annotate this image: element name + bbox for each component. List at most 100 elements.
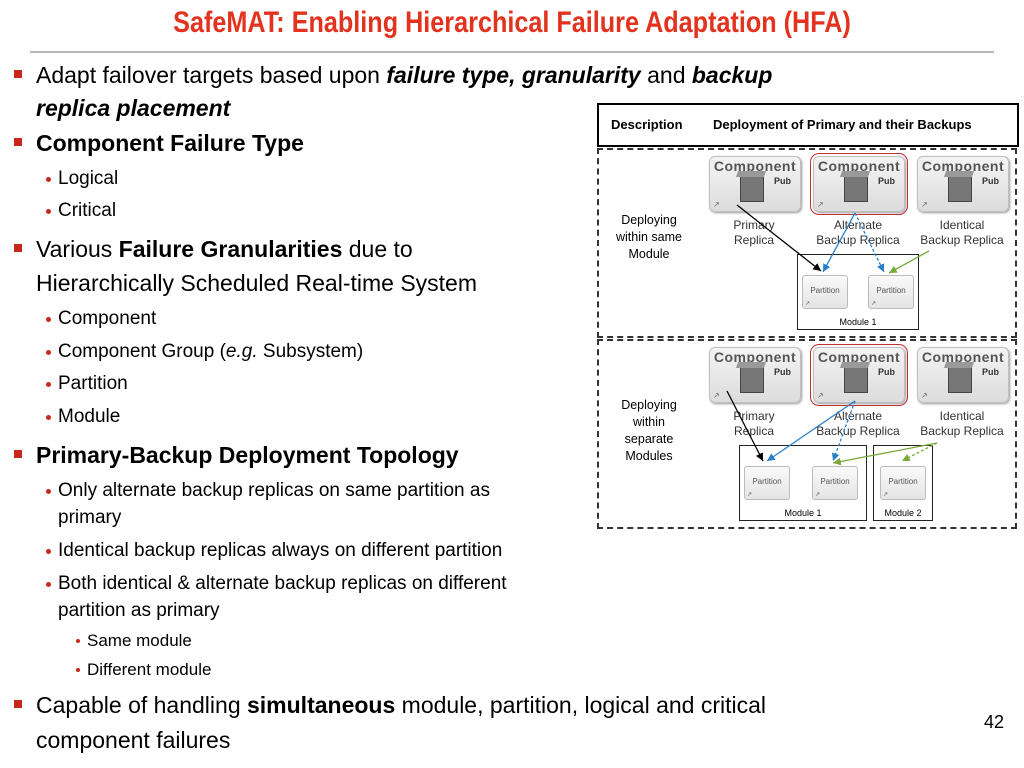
module-label: Module 2 bbox=[884, 508, 922, 518]
bullet-dot bbox=[46, 317, 51, 322]
sub-bullet-text: Only alternate backup replicas on same p… bbox=[58, 480, 490, 501]
partition-box: Partition ↗ bbox=[744, 466, 790, 500]
alternate-component: Component Pub ↗ bbox=[810, 344, 908, 406]
alternate-arrow bbox=[822, 212, 856, 273]
sub-bullet-text: Component Group ( bbox=[58, 341, 226, 362]
caption-line: Alternate bbox=[833, 409, 883, 423]
partition-label: Partition bbox=[752, 477, 782, 486]
module-1-box: Partition ↗ Partition ↗ Module 1 bbox=[739, 445, 867, 521]
row-label-line: Modules bbox=[625, 449, 673, 463]
row-label-line: Module bbox=[628, 247, 670, 261]
partition-label: Partition bbox=[820, 477, 850, 486]
pub-port: Pub bbox=[982, 176, 999, 186]
primary-component: Component Pub ↗ bbox=[709, 347, 801, 403]
sub-bullet-text: Identical backup replicas always on diff… bbox=[58, 540, 503, 561]
partition-box: Partition↗ bbox=[868, 275, 914, 309]
partition-label: Partition bbox=[810, 286, 840, 295]
bullet-dot bbox=[46, 382, 51, 387]
corner-icon: ↗ bbox=[817, 391, 824, 400]
identical-component: Component Pub ↗ bbox=[917, 347, 1009, 403]
partition-label: Partition bbox=[876, 286, 906, 295]
pub-port: Pub bbox=[774, 367, 791, 377]
partition-label: Partition bbox=[888, 477, 918, 486]
title-divider bbox=[30, 51, 994, 53]
bullet-text: Hierarchically Scheduled Real-time Syste… bbox=[36, 270, 477, 296]
caption-line: Backup Replica bbox=[920, 233, 1004, 247]
corner-icon: ↗ bbox=[921, 391, 928, 400]
identical-arrow bbox=[832, 442, 938, 466]
corner-icon: ↗ bbox=[713, 200, 720, 209]
sub-bullet-text: Critical bbox=[58, 200, 117, 221]
slide-title: SafeMAT: Enabling Hierarchical Failure A… bbox=[173, 6, 851, 39]
sub-sub-bullet-text: Same module bbox=[87, 631, 192, 650]
identical-arrow bbox=[901, 442, 938, 462]
alternate-component: Component Pub ↗ bbox=[810, 153, 908, 215]
bullet-dot bbox=[46, 177, 51, 182]
bullet-dot bbox=[46, 549, 51, 554]
bullet-text: Adapt failover targets based upon bbox=[36, 62, 387, 88]
alternate-arrow bbox=[766, 400, 856, 462]
sub-bullet-text: Both identical & alternate backup replic… bbox=[58, 573, 507, 594]
caption-line: Backup Replica bbox=[816, 424, 900, 438]
row-label-line: Deploying bbox=[621, 213, 677, 227]
primary-arrow bbox=[726, 390, 764, 462]
component-title: Component bbox=[817, 349, 901, 365]
panel-same-module: Deploying within same Module Component P… bbox=[597, 148, 1017, 338]
bullet-text: due to bbox=[342, 236, 413, 262]
module-label: Module 1 bbox=[784, 508, 822, 518]
pub-port: Pub bbox=[878, 176, 895, 186]
bullet-square bbox=[14, 700, 22, 708]
partition-corner-icon: ↗ bbox=[883, 492, 889, 498]
sub-bullet-emphasis: e.g. bbox=[225, 341, 258, 362]
partition-box: Partition ↗ bbox=[802, 275, 848, 309]
header-description: Description bbox=[611, 117, 683, 132]
component-box-icon bbox=[844, 367, 868, 393]
partition-corner-icon: ↗ bbox=[747, 492, 753, 498]
sub-bullet-text: Component bbox=[58, 308, 157, 329]
partition-box: Partition ↗ bbox=[880, 466, 926, 500]
deployment-diagram: Description Deployment of Primary and th… bbox=[597, 103, 1019, 529]
bullet-square bbox=[14, 70, 22, 78]
bullet-text: component failures bbox=[36, 727, 231, 753]
sub-sub-bullet-text: Different module bbox=[87, 660, 212, 679]
row-label-line: within bbox=[633, 415, 665, 429]
sub-bullet-text: partition as primary bbox=[58, 600, 220, 621]
primary-arrow bbox=[736, 204, 822, 272]
component-title: Component bbox=[817, 158, 901, 174]
caption-line: Primary bbox=[733, 409, 775, 423]
bullet-dot bbox=[76, 639, 80, 643]
module-1-box: Partition↗ Partition↗ Module 1 bbox=[797, 254, 919, 330]
bullet-emphasis: backup bbox=[691, 62, 773, 88]
bullet-text: Capable of handling bbox=[36, 692, 247, 718]
caption-line: Replica bbox=[733, 233, 775, 247]
page-number: 42 bbox=[983, 712, 1004, 732]
sub-bullet-text: primary bbox=[58, 507, 122, 528]
caption-line: Primary bbox=[733, 218, 775, 232]
component-box-icon bbox=[740, 367, 764, 393]
identical-arrow bbox=[888, 250, 930, 274]
replica-arrows bbox=[726, 204, 938, 466]
bullet-heading: Component Failure Type bbox=[36, 130, 304, 156]
bullet-emphasis: failure type, granularity bbox=[386, 62, 641, 88]
bullet-dot bbox=[76, 668, 80, 672]
corner-icon: ↗ bbox=[713, 391, 720, 400]
module-label: Module 1 bbox=[839, 317, 877, 327]
component-box-icon bbox=[844, 176, 868, 202]
bullet-emphasis: simultaneous bbox=[247, 692, 396, 718]
component-title: Component bbox=[921, 158, 1005, 174]
bullet-dot bbox=[46, 209, 51, 214]
alternate-arrow bbox=[854, 212, 885, 273]
corner-icon: ↗ bbox=[921, 200, 928, 209]
component-title: Component bbox=[713, 158, 797, 174]
sub-bullet-text: Module bbox=[58, 406, 121, 427]
component-box-icon bbox=[948, 367, 972, 393]
caption-line: Backup Replica bbox=[920, 424, 1004, 438]
partition-corner-icon: ↗ bbox=[805, 301, 811, 307]
partition-corner-icon: ↗ bbox=[815, 492, 821, 498]
bullet-text: and bbox=[640, 62, 692, 88]
caption-line: Identical bbox=[939, 218, 985, 232]
